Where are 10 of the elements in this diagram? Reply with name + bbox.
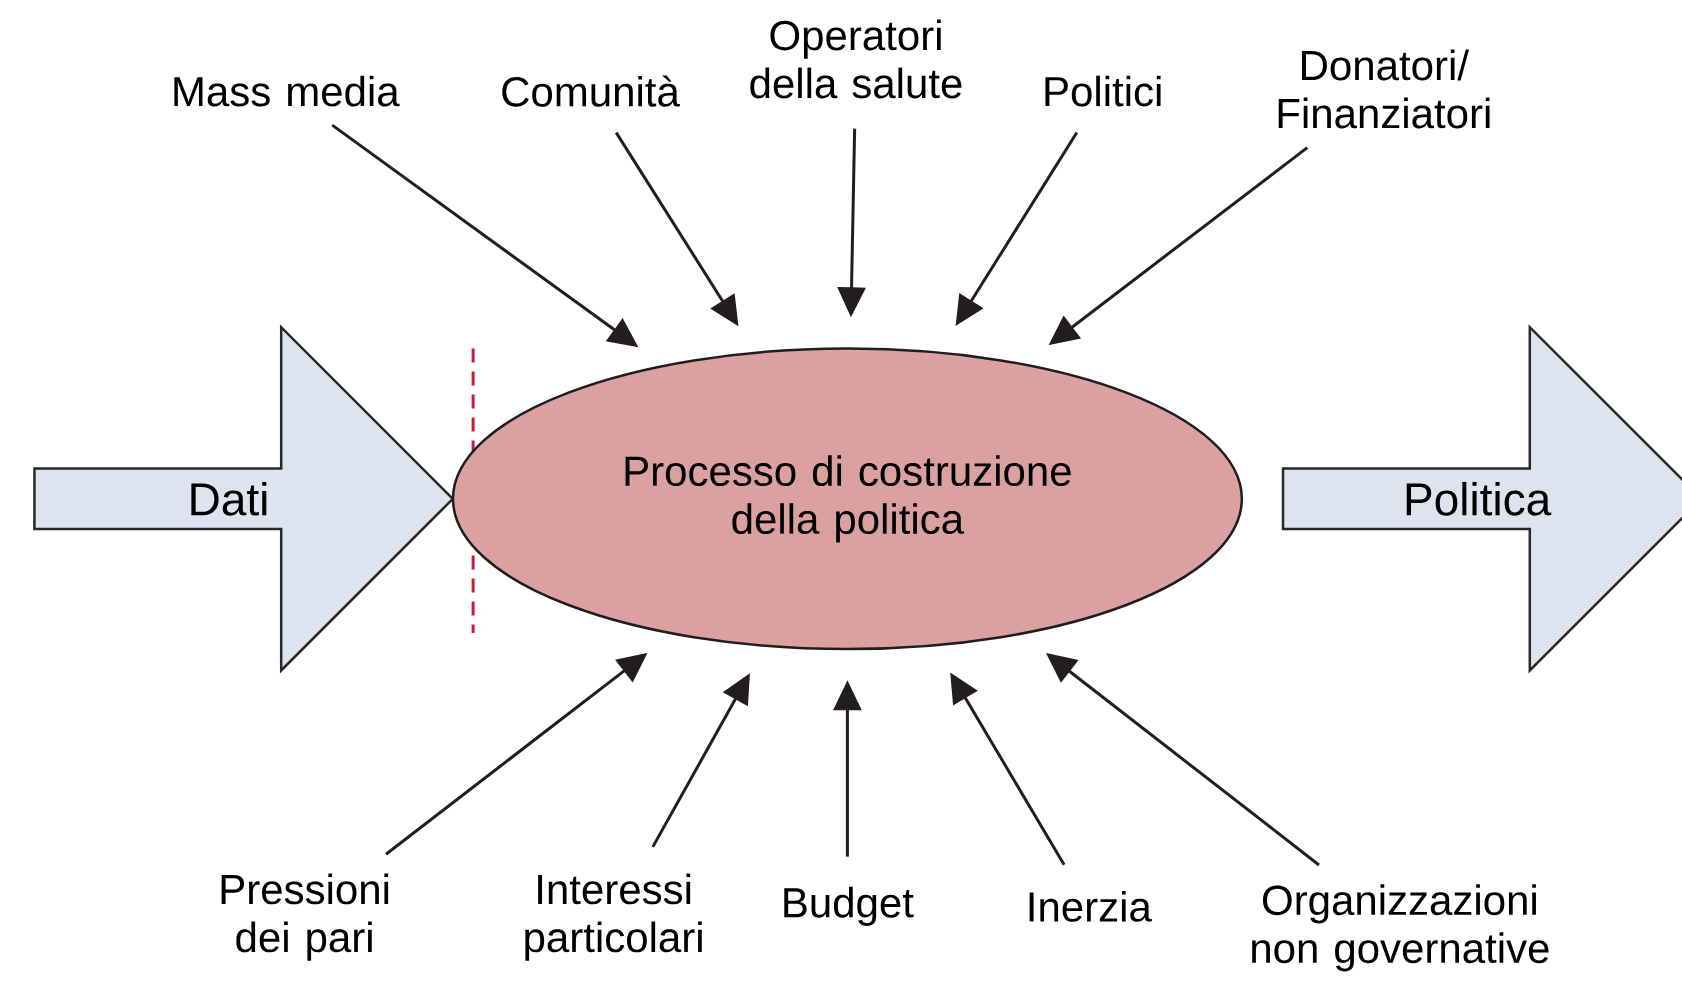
- factor-label: Politici: [1045, 75, 1161, 107]
- factor-label: Operatori della salute: [750, 19, 962, 99]
- factor-label: Comunità: [502, 75, 680, 107]
- factor-label: Budget: [784, 886, 914, 926]
- factor-label: Donatori/ Finanziatori: [1278, 49, 1490, 129]
- factor-label: Mass media: [174, 75, 400, 107]
- factor-label: Interessi particolari: [525, 873, 702, 961]
- factor-label: Inerzia: [1029, 890, 1152, 922]
- factor-label: Pressioni dei pari: [221, 873, 389, 961]
- factor-label: Organizzazioni non governative: [1252, 884, 1549, 972]
